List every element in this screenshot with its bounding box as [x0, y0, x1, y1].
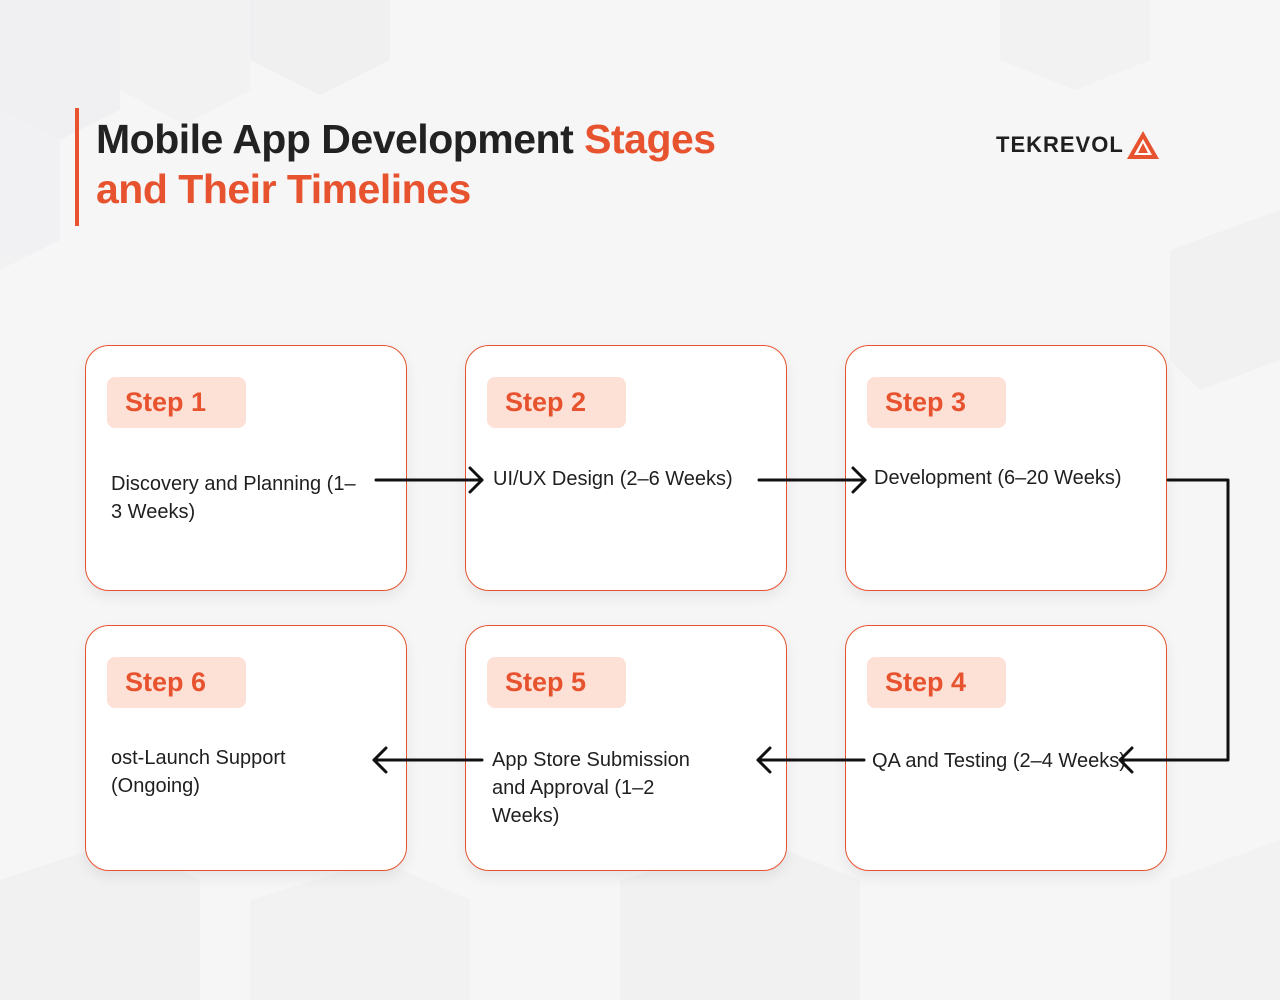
step-card-6: Step 6 ost-Launch Support (Ongoing) [85, 625, 407, 871]
step-description: Development (6–20 Weeks) [874, 467, 1122, 489]
step-badge: Step 2 [487, 377, 626, 428]
step-badge: Step 3 [867, 377, 1006, 428]
step-description: ost-Launch Support (Ongoing) [111, 747, 286, 797]
step-badge: Step 5 [487, 657, 626, 708]
title-accent-1: Stages [584, 116, 716, 162]
step-description: QA and Testing (2–4 Weeks) [872, 750, 1126, 772]
title-accent-bar [75, 108, 79, 226]
page-title: Mobile App Development Stages and Their T… [96, 114, 856, 214]
step-card-5: Step 5 App Store Submission and Approval… [465, 625, 787, 871]
triangle-logo-icon [1126, 131, 1159, 159]
step-card-3: Step 3 Development (6–20 Weeks) [845, 345, 1167, 591]
step-card-2: Step 2 UI/UX Design (2–6 Weeks) [465, 345, 787, 591]
logo-text: TEKREVOL [996, 132, 1124, 157]
title-accent-2: and Their Timelines [96, 166, 471, 212]
title-dark: Mobile App Development [96, 116, 585, 162]
step-description: Discovery and Planning (1–3 Weeks) [111, 473, 356, 523]
step-description: App Store Submission and Approval (1–2 W… [492, 749, 690, 827]
brand-logo: TEKREVOL [996, 130, 1160, 160]
step-card-1: Step 1 Discovery and Planning (1–3 Weeks… [85, 345, 407, 591]
step-description: UI/UX Design (2–6 Weeks) [493, 468, 733, 490]
step-card-4: Step 4 QA and Testing (2–4 Weeks) [845, 625, 1167, 871]
step-badge: Step 4 [867, 657, 1006, 708]
step-badge: Step 6 [107, 657, 246, 708]
step-badge: Step 1 [107, 377, 246, 428]
